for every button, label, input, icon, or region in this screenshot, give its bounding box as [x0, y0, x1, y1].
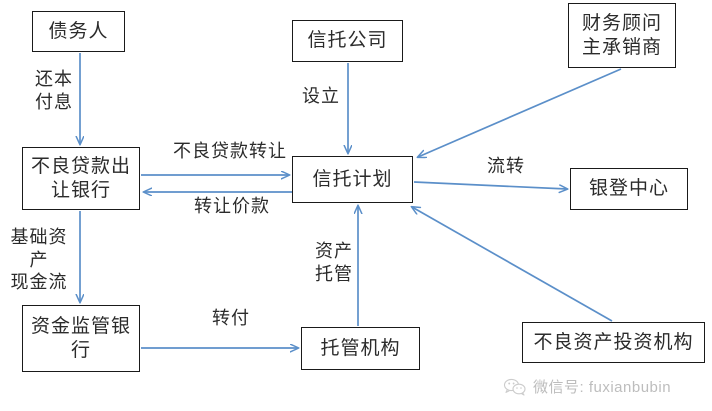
node-trustee-org[interactable]: 托管机构	[301, 327, 420, 370]
edge-label-forward-payment: 转付	[212, 308, 250, 328]
node-npl-investor[interactable]: 不良资产投资机构	[522, 322, 705, 363]
edge-label-transfer-price: 转让价款	[194, 196, 270, 216]
node-seller-bank[interactable]: 不良贷款出 让银行	[22, 147, 140, 210]
watermark-text: 微信号: fuxianbubin	[533, 379, 672, 396]
edge-label-npl-transfer: 不良贷款转让	[173, 141, 287, 161]
edge-label-asset-custody: 资产 托管	[315, 241, 353, 284]
node-financial-advisor[interactable]: 财务顾问 主承销商	[568, 3, 676, 68]
edge-npl-investor-to-trust-plan	[412, 207, 613, 322]
node-registry-center[interactable]: 银登中心	[570, 168, 688, 210]
edge-label-base-asset-cashflow: 基础资产 现金流	[10, 227, 68, 292]
edge-trust-plan-to-registry	[413, 181, 567, 189]
watermark: 微信号: fuxianbubin	[503, 376, 671, 397]
edge-label-establish: 设立	[302, 86, 340, 106]
edge-advisor-to-trust-plan	[418, 68, 622, 157]
node-trust-company[interactable]: 信托公司	[292, 20, 403, 62]
edge-label-circulation: 流转	[487, 156, 525, 176]
node-trust-plan[interactable]: 信托计划	[292, 156, 413, 203]
node-debtor[interactable]: 债务人	[32, 11, 125, 52]
edge-label-repayment: 还本 付息	[35, 69, 73, 112]
wechat-icon	[503, 377, 527, 397]
node-custody-bank[interactable]: 资金监管银 行	[22, 305, 140, 372]
